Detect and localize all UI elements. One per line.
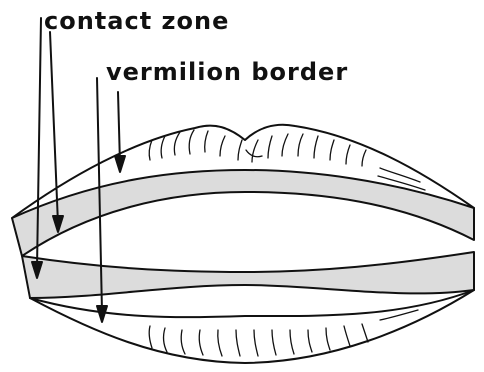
lower-vermilion-band [22, 252, 474, 298]
lower-lip-outline [30, 290, 474, 363]
contact-zone-arrow-short [50, 32, 58, 224]
